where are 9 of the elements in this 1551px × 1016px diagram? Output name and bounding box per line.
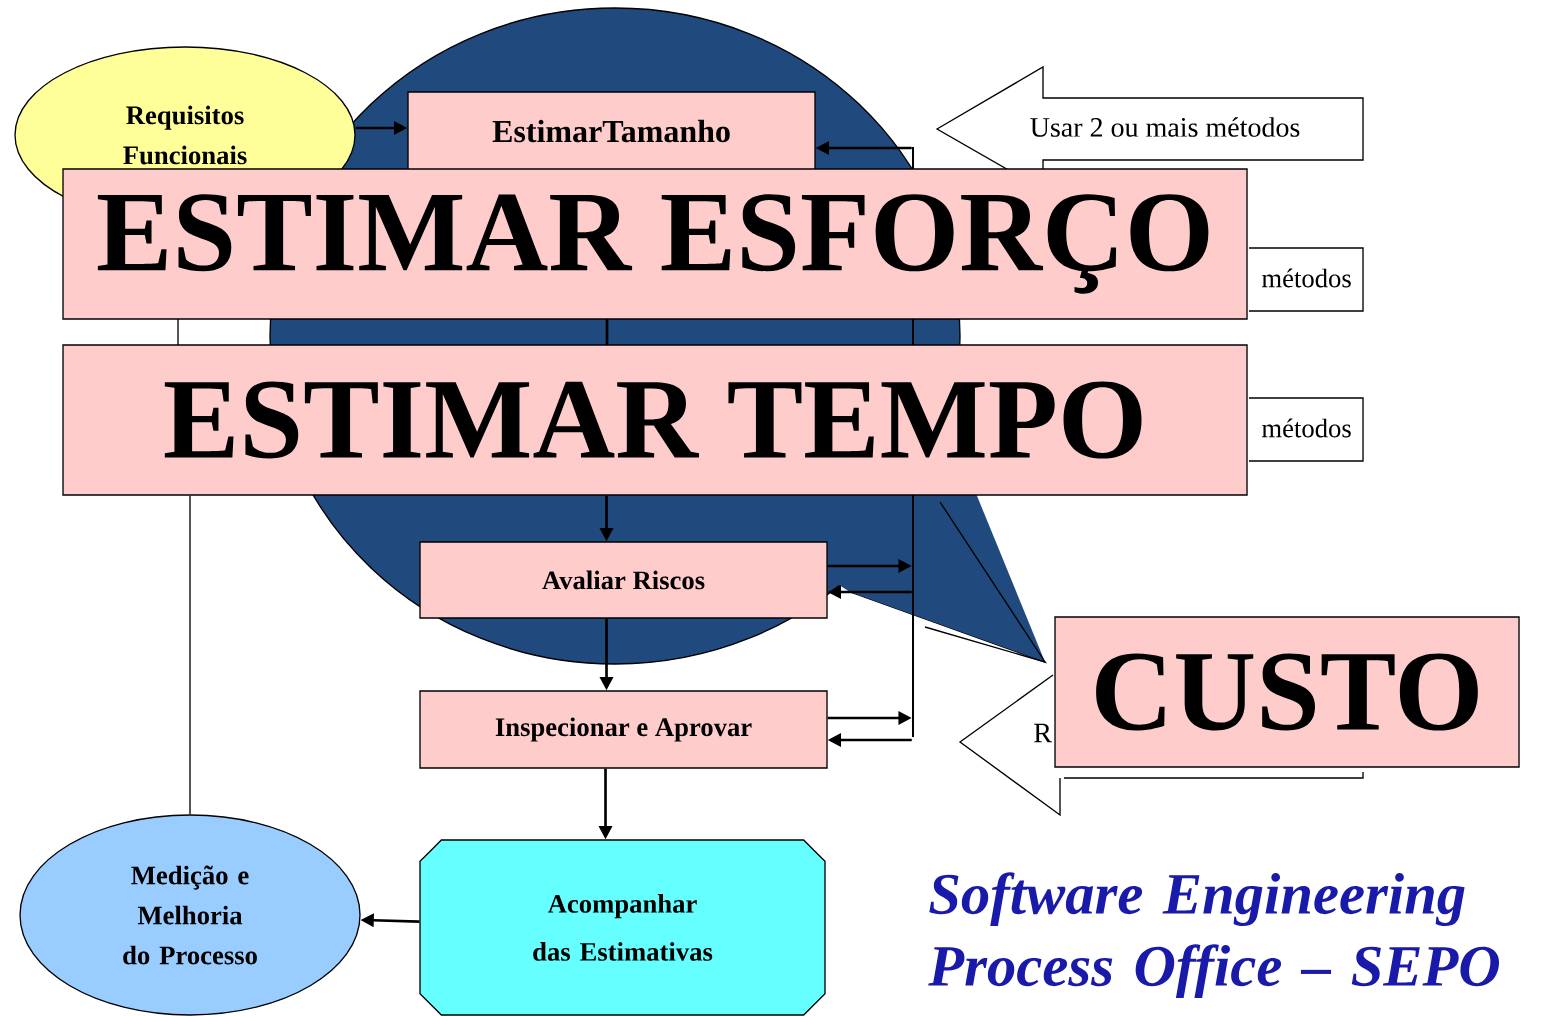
title-box: ESTIMAR TEMPO (62, 344, 1248, 496)
ellipse-node: Medição e Melhoria do Processo (19, 814, 361, 1016)
title-box: CUSTO (1054, 616, 1520, 768)
title: Software Engineering Process Office – SEPO (928, 872, 1499, 999)
arrow-callout: R (958, 674, 1061, 817)
process-box: Inspecionar e Aprovar (419, 690, 828, 769)
process-box: EstimarTamanho (407, 91, 816, 171)
process-box: Acompanhar das Estimativas (419, 839, 826, 1016)
process-box: Avaliar Riscos (419, 541, 828, 619)
